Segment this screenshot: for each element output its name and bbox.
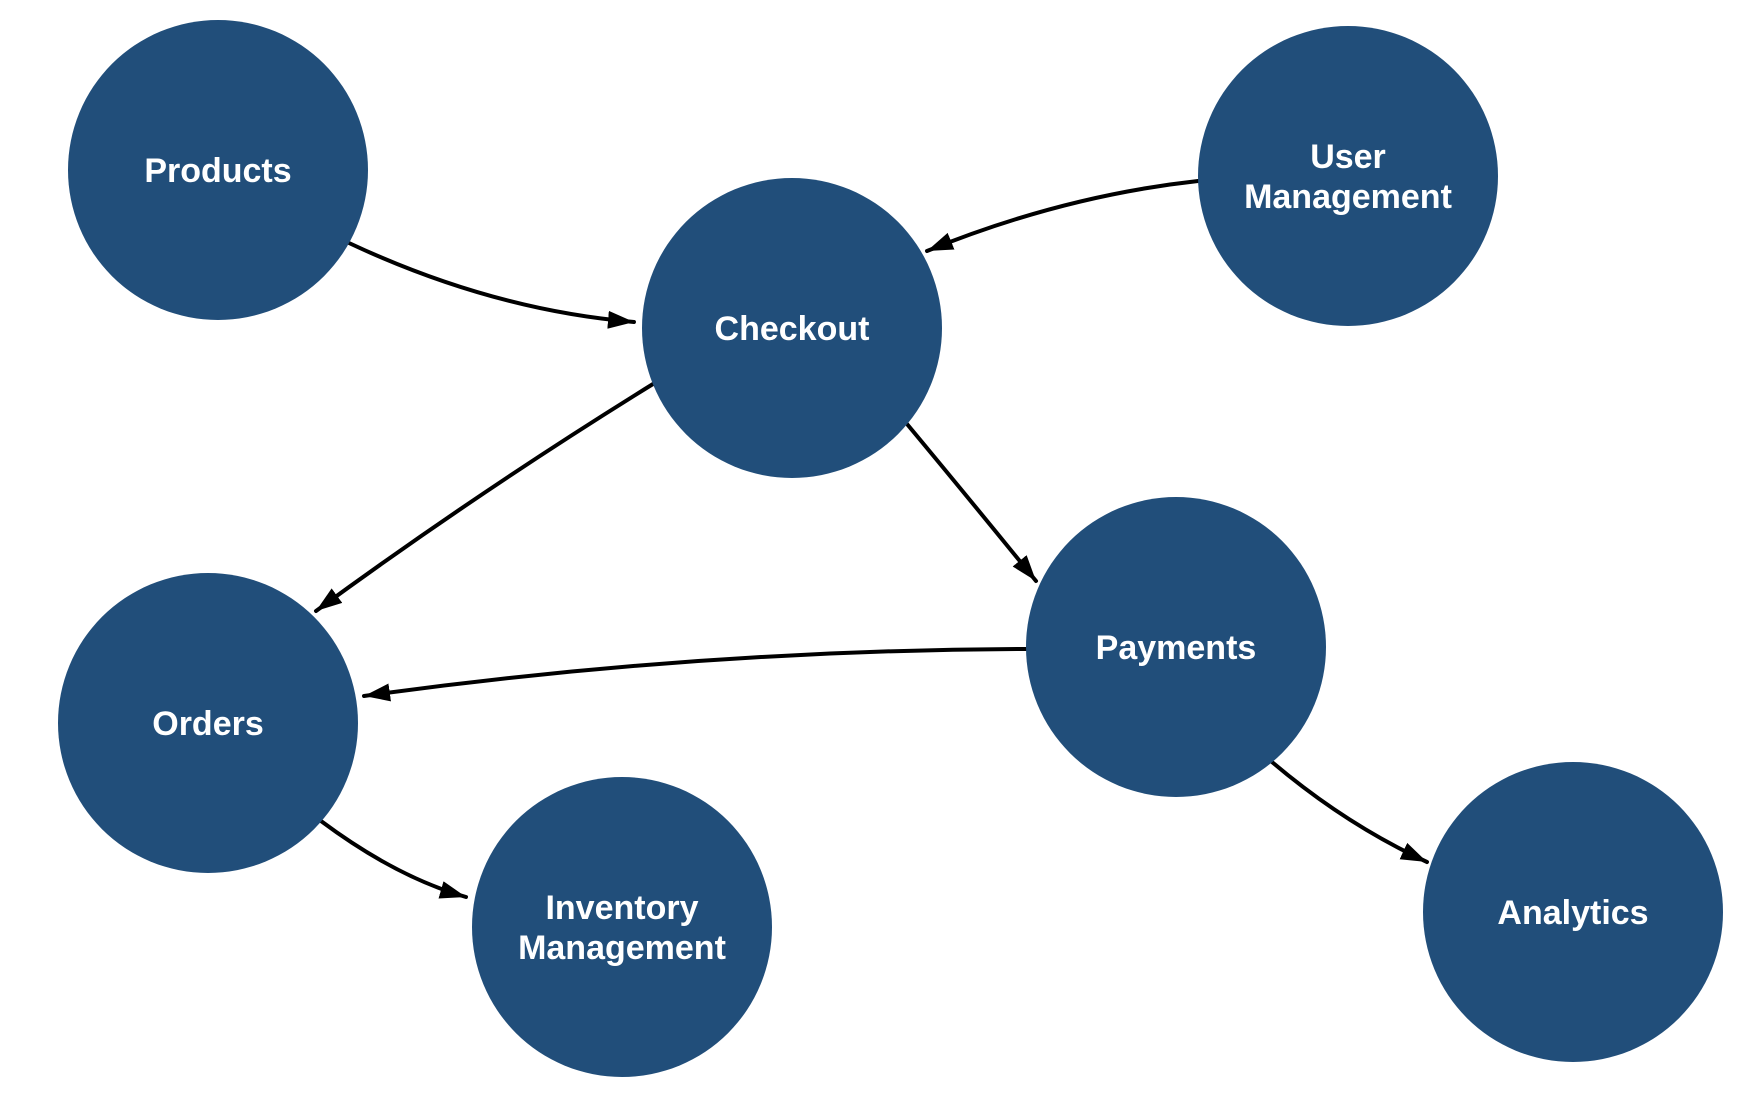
node-label-payments: Payments [1096,629,1257,667]
edge-payments-analytics [1270,760,1429,864]
edge-payments-orders [362,647,1028,702]
node-analytics[interactable]: Analytics [1423,762,1723,1062]
node-orders[interactable]: Orders [58,573,358,873]
edge-user-management-checkout [925,179,1200,253]
node-payments[interactable]: Payments [1026,497,1326,797]
edge-products-checkout [347,241,636,329]
node-circle-orders[interactable] [58,573,358,873]
node-circle-checkout[interactable] [642,178,942,478]
node-circle-inventory-management[interactable] [472,777,772,1077]
node-circle-payments[interactable] [1026,497,1326,797]
edge-checkout-orders [314,382,655,613]
node-circle-products[interactable] [68,20,368,320]
node-checkout[interactable]: Checkout [642,178,942,478]
edges-layer [314,179,1429,899]
node-label-checkout: Checkout [715,310,870,348]
edge-checkout-payments [905,422,1038,583]
node-circle-analytics[interactable] [1423,762,1723,1062]
node-label-analytics: Analytics [1497,894,1648,932]
node-products[interactable]: Products [68,20,368,320]
node-label-products: Products [144,152,291,190]
node-circle-user-management[interactable] [1198,26,1498,326]
node-label-orders: Orders [152,705,264,743]
edge-orders-inventory-management [319,819,468,899]
